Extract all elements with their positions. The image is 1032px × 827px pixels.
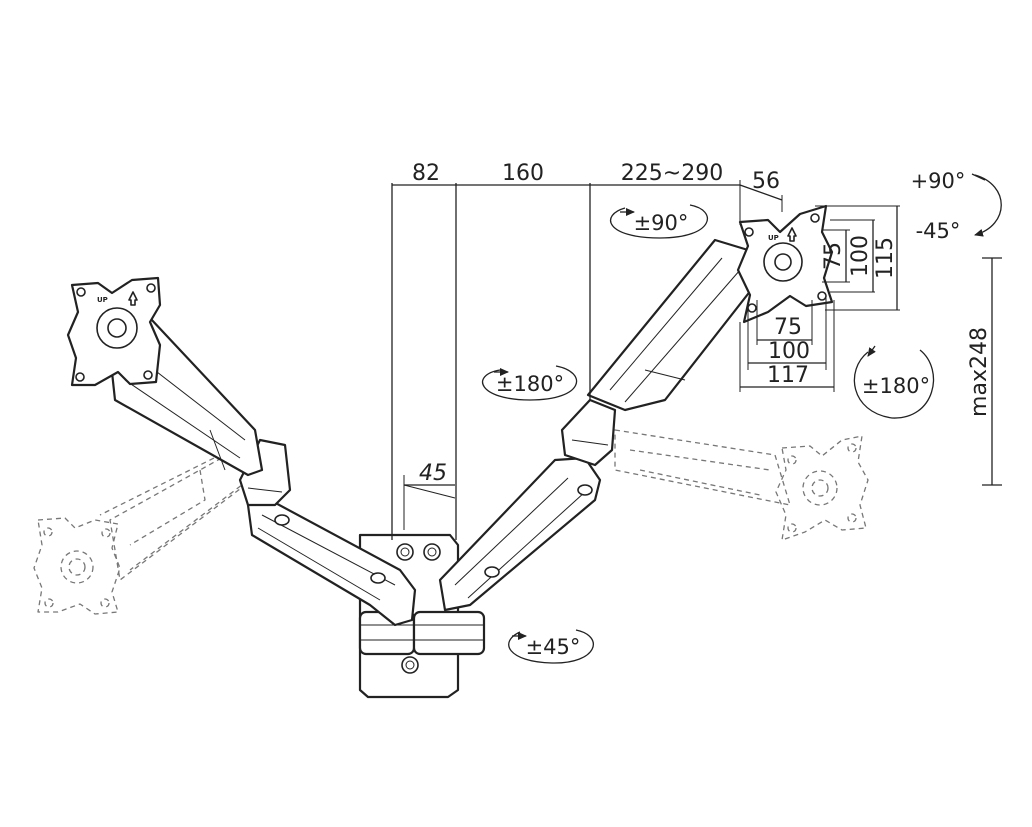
- dim-max-height: max248: [967, 327, 992, 417]
- right-elbow: [560, 398, 617, 467]
- ghost-right-plate: [775, 435, 869, 541]
- dim-56: 56: [752, 169, 780, 194]
- right-up-label: UP: [768, 234, 779, 242]
- dim-vesa-v-75: 75: [821, 242, 846, 270]
- pivot-indicator: ±180°: [853, 345, 935, 419]
- dim-225-290: 225~290: [621, 161, 723, 186]
- elbow-arrow-icon: [481, 365, 577, 401]
- left-vesa-plate: UP: [66, 276, 162, 387]
- elbow-indicator: ±180°: [481, 365, 577, 401]
- height-dimension: max248: [967, 257, 1002, 486]
- elbow-label: ±180°: [496, 372, 564, 396]
- left-up-label: UP: [97, 296, 108, 304]
- dim-vesa-h-100: 100: [768, 339, 810, 364]
- tilt-indicator: +90° -45°: [911, 169, 1002, 243]
- dim-vesa-v-100: 100: [848, 235, 873, 277]
- base-label: ±45°: [526, 635, 581, 659]
- pivot-arrow-icon: [853, 349, 935, 419]
- dim-vesa-h-117: 117: [767, 363, 809, 388]
- ghost-left-plate: [33, 517, 121, 615]
- right-vesa-plate: UP: [736, 204, 834, 324]
- dim-82: 82: [412, 161, 440, 186]
- dim-45: 45: [419, 461, 447, 486]
- left-lower-arm: [246, 498, 417, 627]
- base-indicator: ±45°: [508, 629, 594, 664]
- dim-160: 160: [502, 161, 544, 186]
- pivot-label: ±180°: [862, 374, 930, 398]
- tilt-down-label: -45°: [916, 219, 961, 243]
- ghost-right-arm: [614, 429, 791, 506]
- base-arrow-icon: [508, 629, 594, 664]
- swivel-indicator: ±90°: [609, 204, 708, 239]
- depth-dimension: 45: [403, 461, 456, 530]
- tilt-up-label: +90°: [911, 169, 966, 193]
- pivot-column: [358, 610, 486, 656]
- top-dimensions: 82 160 225~290 56: [391, 161, 783, 540]
- tilt-arrow-icon: [974, 174, 1002, 237]
- swivel-label: ±90°: [634, 211, 689, 235]
- left-up-arrow-icon: [128, 291, 138, 306]
- dim-vesa-h-75: 75: [774, 315, 802, 340]
- dim-vesa-v-115: 115: [873, 237, 898, 279]
- vesa-horizontal-dimensions: 75 100 117: [739, 298, 835, 392]
- right-up-arrow-icon: [787, 227, 797, 242]
- vesa-vertical-dimensions: 75 100 115: [815, 205, 900, 311]
- swivel-arrow-icon: [609, 204, 708, 239]
- right-upper-arm: [586, 238, 757, 412]
- right-lower-arm: [438, 456, 602, 612]
